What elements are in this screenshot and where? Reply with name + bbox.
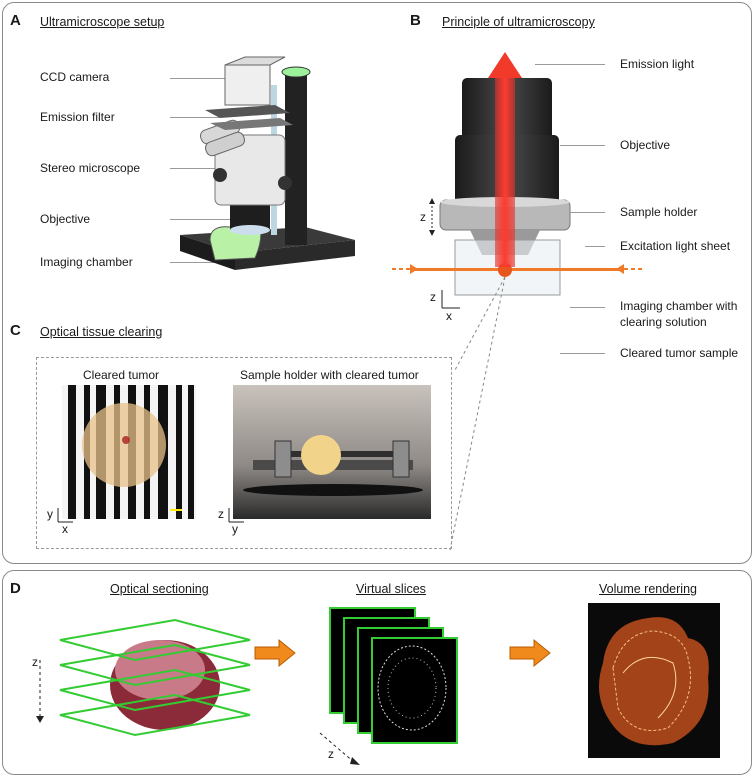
label-sample-holder: Sample holder: [620, 205, 698, 219]
sample-holder-photo: [233, 385, 431, 519]
photo1-title: Cleared tumor: [83, 368, 160, 382]
panel-c-title: Optical tissue clearing: [40, 325, 163, 339]
label-objective-a: Objective: [40, 212, 91, 226]
label-imaging-chamber-b-line2: clearing solution: [620, 315, 707, 329]
panel-b-title: Principle of ultramicroscopy: [442, 15, 595, 29]
photo2-title: Sample holder with cleared tumor: [240, 368, 419, 382]
optical-sectioning-illustration: [36, 618, 251, 737]
photo2-axis-lines: [228, 508, 244, 523]
leader-objective-b: [560, 145, 605, 146]
label-stereo-microscope: Stereo microscope: [40, 161, 141, 175]
leader-cleared-tumor-sample: [560, 353, 605, 354]
label-emission-filter: Emission filter: [40, 110, 115, 124]
label-excitation-light-sheet: Excitation light sheet: [620, 239, 731, 253]
leader-excitation-light-sheet: [585, 246, 605, 247]
label-imaging-chamber-b-line1: Imaging chamber with: [620, 299, 738, 313]
photo1-axis-lines: [57, 508, 73, 523]
excitation-light-sheet: [415, 268, 620, 271]
axis-x-b: x: [446, 309, 452, 323]
panel-a-title: Ultramicroscope setup: [40, 15, 165, 29]
photo1-axis-y: y: [47, 507, 53, 521]
leader-objective-a: [170, 219, 235, 220]
leader-sample-holder: [570, 212, 605, 213]
ultramicroscopy-principle-illustration: [415, 52, 620, 551]
label-objective-b: Objective: [620, 138, 671, 152]
panel-a-letter: A: [10, 12, 21, 29]
excitation-arrows: [392, 264, 642, 274]
emission-beam: [495, 75, 515, 267]
label-emission-light: Emission light: [620, 57, 695, 71]
label-imaging-chamber: Imaging chamber: [40, 255, 133, 269]
virtual-slices-illustration: [319, 607, 458, 765]
panel-c-letter: C: [10, 322, 21, 339]
axis-z-d1: z: [32, 655, 38, 669]
step3-title: Volume rendering: [599, 582, 697, 596]
flow-arrow-1: [254, 638, 296, 668]
cleared-tumor-photo: [62, 385, 196, 519]
leader-emission-filter: [170, 117, 220, 118]
axis-z-b1: z: [420, 210, 426, 224]
ultramicroscope-illustration: [180, 56, 355, 270]
microscope-pillar: [285, 70, 307, 245]
emission-arrowhead: [488, 52, 522, 78]
leader-ccd-camera: [170, 78, 225, 79]
ccd-camera-shape: [224, 64, 271, 106]
label-ccd-camera: CCD camera: [40, 70, 110, 84]
leader-stereo-microscope: [170, 168, 220, 169]
photo1-axis-x: x: [62, 522, 68, 536]
panel-c-dashed-frame: [36, 357, 452, 549]
axis-z-b2: z: [430, 290, 436, 304]
photo2-axis-y: y: [232, 522, 238, 536]
photo2-axis-z: z: [218, 507, 224, 521]
step2-title: Virtual slices: [356, 582, 426, 596]
leader-emission-light: [535, 64, 605, 65]
label-cleared-tumor-sample: Cleared tumor sample: [620, 346, 739, 360]
flow-arrow-2: [509, 638, 551, 668]
leader-imaging-chamber-b: [570, 307, 605, 308]
step1-title: Optical sectioning: [110, 582, 209, 596]
panel-b-letter: B: [410, 12, 421, 29]
axis-z-d2: z: [328, 747, 334, 761]
panel-d-letter: D: [10, 580, 21, 597]
leader-imaging-chamber: [170, 262, 215, 263]
volume-rendering-image: [588, 603, 720, 758]
